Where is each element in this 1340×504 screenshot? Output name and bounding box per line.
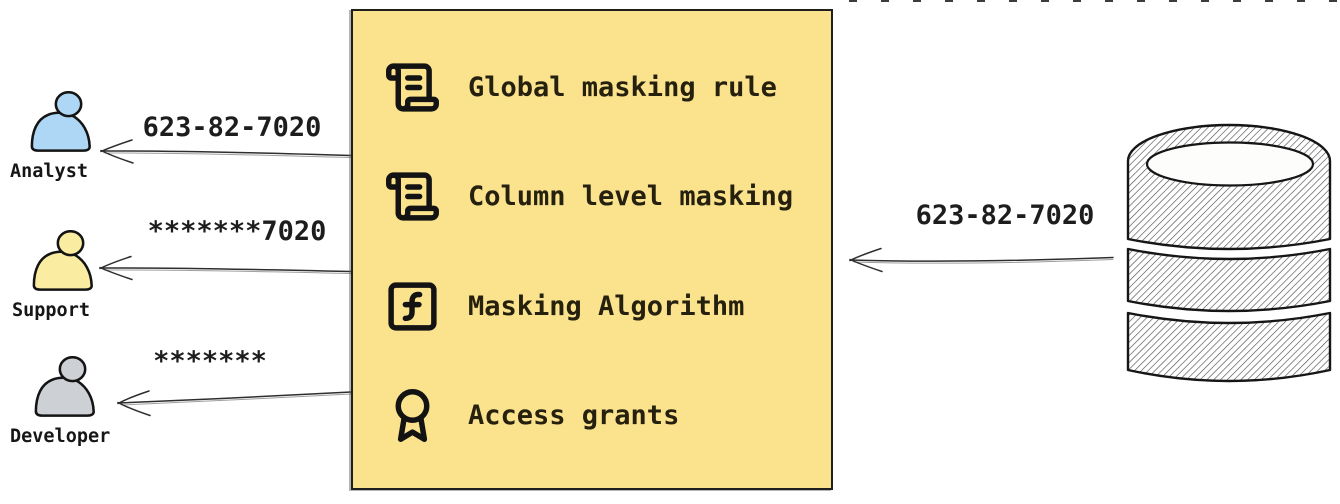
rule-label: Global masking rule (468, 72, 777, 103)
rule-global-masking: Global masking rule (384, 59, 807, 116)
rule-label: Column level masking (468, 181, 794, 213)
rule-column-level-masking: Column level masking (384, 168, 807, 225)
masked-value-support: *******7020 (147, 216, 327, 247)
arrow-to-support (99, 255, 352, 281)
rule-label: Masking Algorithm (468, 290, 745, 322)
consumer-developer: Developer (8, 356, 110, 447)
source-value: 623-82-7020 (915, 200, 1095, 231)
function-square-icon (388, 282, 437, 331)
arrow-database-to-box (849, 247, 1114, 273)
scroll-text-icon (386, 63, 439, 112)
scroll-text-icon (386, 172, 439, 221)
database-icon (1126, 123, 1332, 383)
rule-masking-algorithm: Masking Algorithm (384, 278, 807, 335)
person-icon (34, 356, 95, 417)
person-icon (32, 230, 93, 291)
consumer-name: Developer (10, 426, 111, 447)
consumer-name: Analyst (10, 161, 88, 182)
arrow-to-developer (117, 390, 352, 417)
consumer-analyst: Analyst (8, 91, 94, 182)
masking-rules-box: Global masking rule Column level masking… (351, 9, 833, 490)
masked-value-analyst: 623-82-7020 (142, 112, 322, 143)
rule-label: Access grants (468, 399, 680, 431)
masked-value-developer: ******* (153, 346, 267, 377)
person-icon (30, 91, 91, 152)
consumer-name: Support (12, 300, 90, 321)
rule-access-grants: Access grants (384, 387, 807, 444)
award-icon (395, 389, 430, 442)
consumer-support: Support (10, 230, 96, 321)
